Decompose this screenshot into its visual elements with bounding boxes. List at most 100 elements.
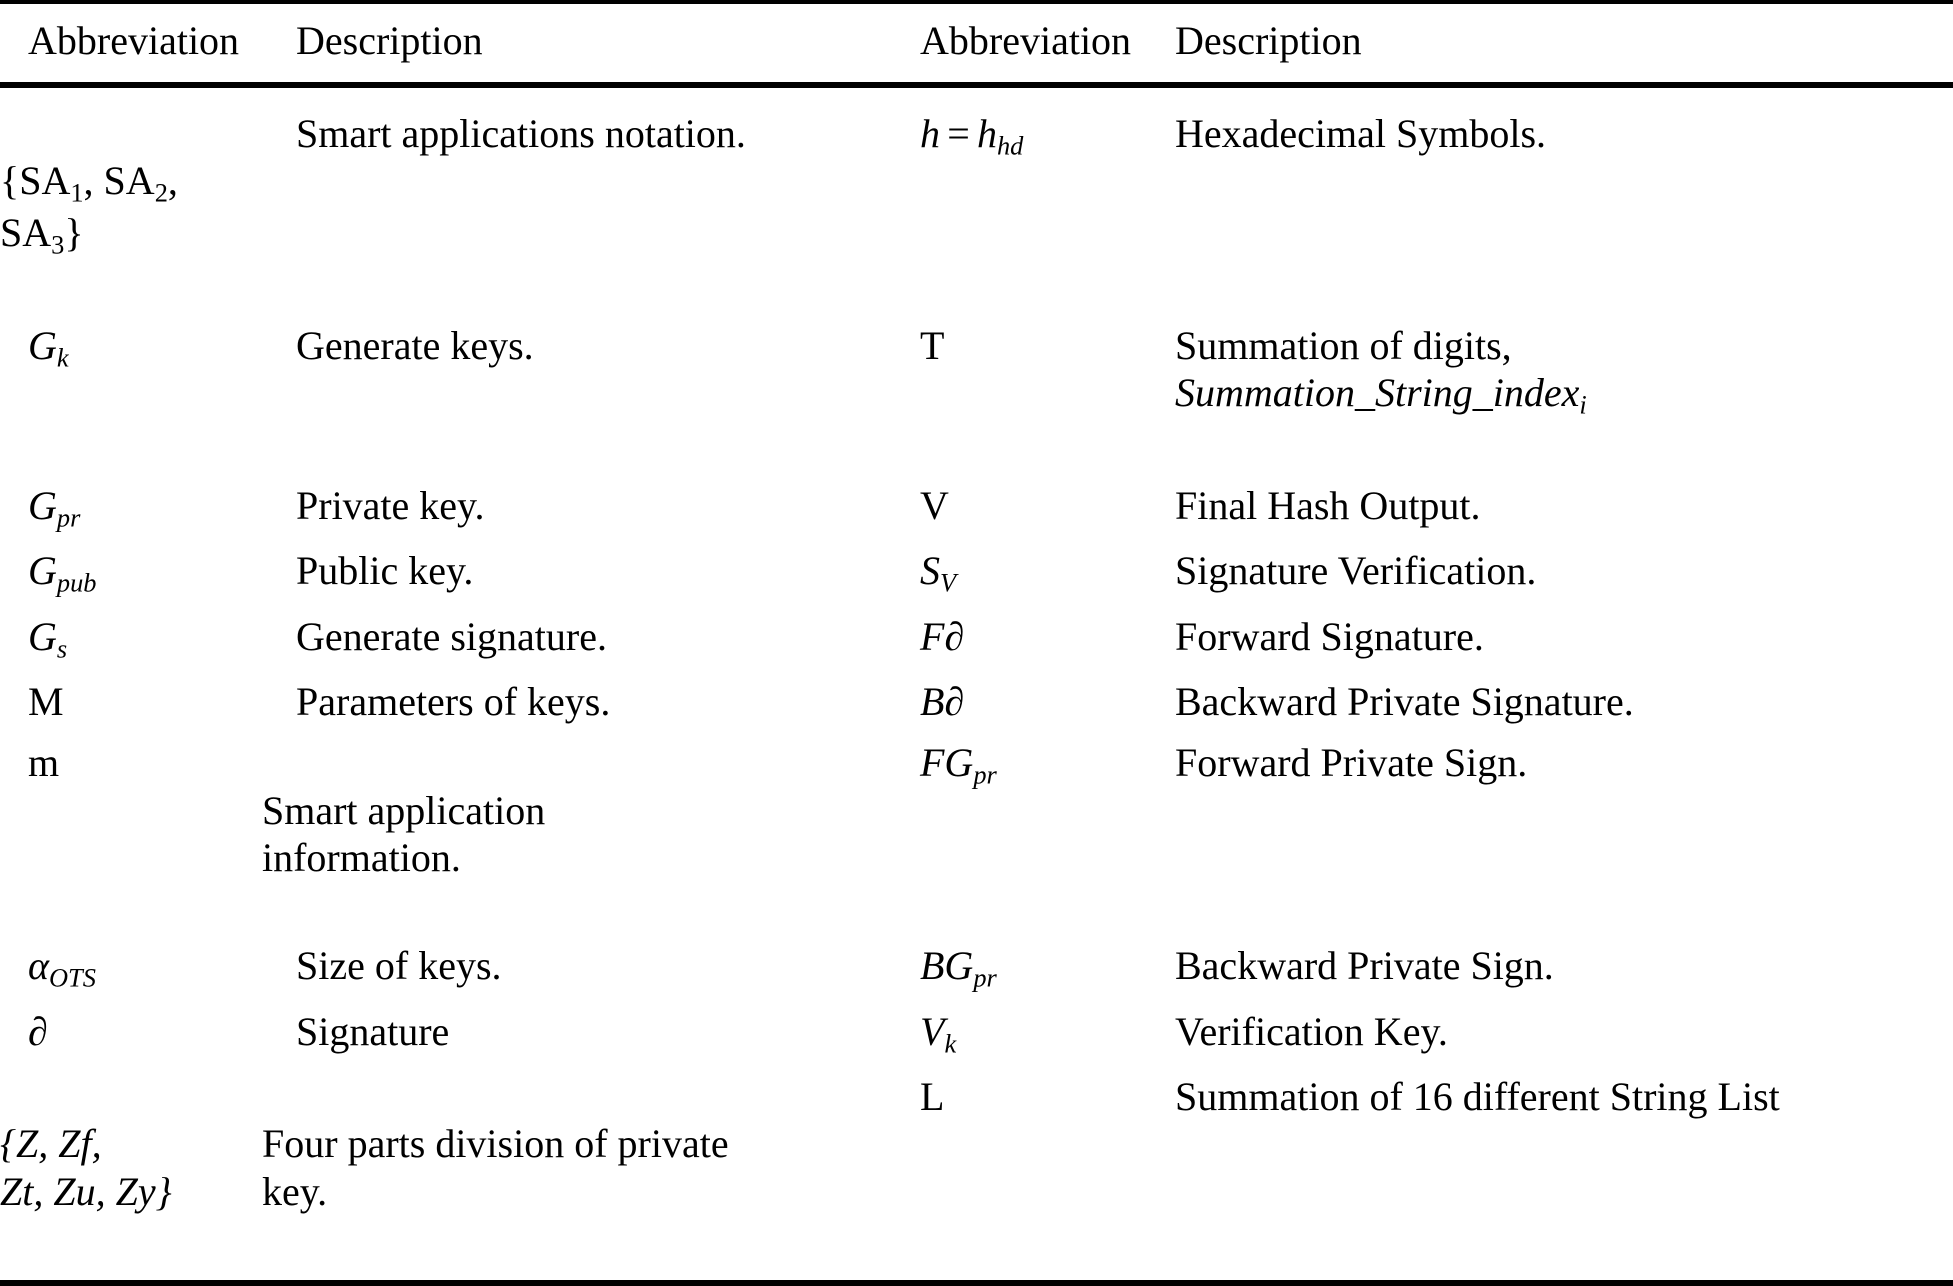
table-head: Abbreviation Description Abbreviation De… — [0, 0, 1953, 89]
cell-abbreviation-left: m — [0, 732, 262, 935]
cell-description-left: Size of keys. — [262, 935, 920, 1001]
description-line1: Summation of digits, — [1175, 322, 1512, 368]
symbol-z-set: {Z, Zf, Zt, Zu, Zy} — [0, 1074, 262, 1261]
cell-abbreviation-right: h=hhd — [920, 85, 1175, 314]
column-header-label: Abbreviation — [28, 18, 240, 63]
table-row: αOTS Size of keys. BGpr Backward Private… — [0, 935, 1953, 1001]
description-text: Backward Private Sign. — [1175, 943, 1554, 989]
cell-description-right: Final Hash Output. — [1175, 475, 1953, 541]
symbol-b-partial: B∂ — [920, 679, 965, 725]
cell-description-left: Generate signature. — [262, 606, 920, 672]
cell-description-right: Summation of digits, Summation_String_in… — [1175, 315, 1953, 475]
symbol-z-set-line2: Zt, Zu, Zy} — [0, 1168, 172, 1214]
description-text: Generate keys. — [296, 322, 534, 368]
cell-description-left: Private key. — [262, 475, 920, 541]
cell-description-right: Summation of 16 different String List — [1175, 1066, 1953, 1286]
symbol-g-s: Gs — [28, 613, 68, 664]
cell-abbreviation-left: Gk — [0, 315, 262, 475]
cell-description-left: Parameters of keys. — [262, 671, 920, 732]
table-body: {SA1, SA2, SA3} Smart applications notat… — [0, 85, 1953, 1286]
column-header-label: Description — [1175, 18, 1362, 63]
cell-abbreviation-left: Gs — [0, 606, 262, 672]
summation-string-index-label: Summation_String_index — [1175, 369, 1580, 415]
cell-abbreviation-right: T — [920, 315, 1175, 475]
symbol-fg-pr: FGpr — [920, 740, 997, 790]
table-row: M Parameters of keys. B∂ Backward Privat… — [0, 671, 1953, 732]
cell-abbreviation-right: F∂ — [920, 606, 1175, 672]
table-row: Gpr Private key. V Final Hash Output. — [0, 475, 1953, 541]
symbol-sa-set-line2: SA3} — [0, 209, 84, 260]
description-line2: key. — [262, 1168, 328, 1214]
column-header-abbreviation-1: Abbreviation — [0, 4, 262, 89]
column-header-description-1: Description — [262, 4, 920, 89]
description-text: Hexadecimal Symbols. — [1175, 111, 1547, 157]
symbol-m-upper: M — [28, 679, 64, 725]
cell-abbreviation-right: B∂ — [920, 671, 1175, 732]
symbol-sa-set-line1: {SA1, SA2, — [0, 158, 178, 208]
table-row: ∂ Signature Vk Verification Key. — [0, 1001, 1953, 1067]
symbol-z-set-line1: {Z, Zf, — [0, 1121, 102, 1167]
description-text: Smart applications notation. — [296, 111, 746, 157]
description-text: Smart application information. — [262, 740, 920, 927]
symbol-g-pr: Gpr — [28, 482, 81, 532]
cell-abbreviation-right: SV — [920, 540, 1175, 606]
cell-abbreviation-left: {Z, Zf, Zt, Zu, Zy} — [0, 1066, 262, 1286]
description-text: Signature — [296, 1008, 450, 1054]
symbol-sa-set: {SA1, SA2, SA3} — [0, 111, 262, 306]
description-text: Summation of 16 different String List — [1175, 1074, 1780, 1120]
description-line2: information. — [262, 834, 461, 880]
table-row: {Z, Zf, Zt, Zu, Zy} Four parts division … — [0, 1066, 1953, 1286]
symbol-l: L — [920, 1074, 945, 1120]
table-row: Gk Generate keys. T Summation of digits,… — [0, 315, 1953, 475]
description-text: Signature Verification. — [1175, 548, 1537, 594]
symbol-g-pub: Gpub — [28, 548, 97, 598]
description-line1: Four parts division of private — [262, 1121, 729, 1167]
cell-description-left: Four parts division of private key. — [262, 1066, 920, 1286]
description-text: Private key. — [296, 482, 485, 528]
cell-description-left: Generate keys. — [262, 315, 920, 475]
table-row: Gs Generate signature. F∂ Forward Signat… — [0, 606, 1953, 672]
cell-description-right: Verification Key. — [1175, 1001, 1953, 1067]
cell-abbreviation-left: {SA1, SA2, SA3} — [0, 85, 262, 314]
description-text: Forward Private Sign. — [1175, 740, 1528, 786]
description-text: Forward Signature. — [1175, 613, 1484, 659]
symbol-g-k: Gk — [28, 322, 69, 373]
cell-abbreviation-left: Gpub — [0, 540, 262, 606]
description-text: Verification Key. — [1175, 1008, 1448, 1054]
cell-abbreviation-right: Vk — [920, 1001, 1175, 1067]
description-text: Backward Private Signature. — [1175, 679, 1634, 725]
header-row: Abbreviation Description Abbreviation De… — [0, 4, 1953, 89]
cell-description-left: Public key. — [262, 540, 920, 606]
cell-abbreviation-right: FGpr — [920, 732, 1175, 935]
cell-description-right: Backward Private Sign. — [1175, 935, 1953, 1001]
symbol-t: T — [920, 322, 945, 368]
description-text: Final Hash Output. — [1175, 482, 1481, 528]
description-text: Size of keys. — [296, 943, 502, 989]
cell-description-right: Hexadecimal Symbols. — [1175, 85, 1953, 314]
symbol-h-equals-hhd: h=hhd — [920, 111, 1024, 161]
symbol-f-partial: F∂ — [920, 613, 965, 659]
symbol-s-v: SV — [920, 548, 957, 598]
cell-description-left: Signature — [262, 1001, 920, 1067]
symbol-v-k: Vk — [920, 1008, 957, 1059]
symbol-bg-pr: BGpr — [920, 943, 997, 993]
cell-description-left: Smart application information. — [262, 732, 920, 935]
cell-description-right: Backward Private Signature. — [1175, 671, 1953, 732]
cell-abbreviation-left: αOTS — [0, 935, 262, 1001]
description-text: Generate signature. — [296, 613, 607, 659]
cell-description-left: Smart applications notation. — [262, 85, 920, 314]
symbol-alpha-ots: αOTS — [28, 943, 96, 993]
description-line2-math: Summation_String_indexi — [1175, 369, 1587, 420]
cell-abbreviation-right: L — [920, 1066, 1175, 1286]
symbol-v: V — [920, 482, 949, 528]
description-text: Parameters of keys. — [296, 679, 611, 725]
table-row: m Smart application information. FGpr Fo… — [0, 732, 1953, 935]
column-header-description-2: Description — [1175, 4, 1953, 89]
description-text: Public key. — [296, 548, 474, 594]
cell-abbreviation-left: M — [0, 671, 262, 732]
cell-abbreviation-left: Gpr — [0, 475, 262, 541]
table-row: Gpub Public key. SV Signature Verificati… — [0, 540, 1953, 606]
table-row: {SA1, SA2, SA3} Smart applications notat… — [0, 85, 1953, 314]
description-line1: Smart application — [262, 787, 546, 833]
